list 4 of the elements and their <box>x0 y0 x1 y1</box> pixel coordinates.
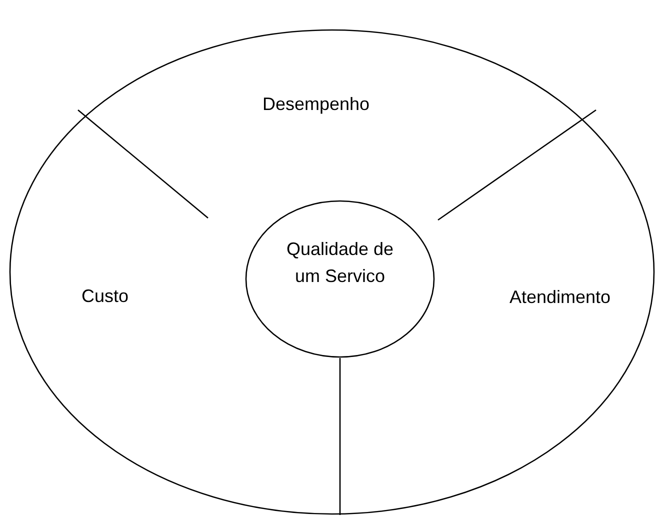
sector-label: Custo <box>80 285 130 308</box>
center-label: Qualidade de um Servico <box>285 238 395 288</box>
sector-label: Atendimento <box>508 286 612 309</box>
sector-label: Desempenho <box>261 93 371 116</box>
